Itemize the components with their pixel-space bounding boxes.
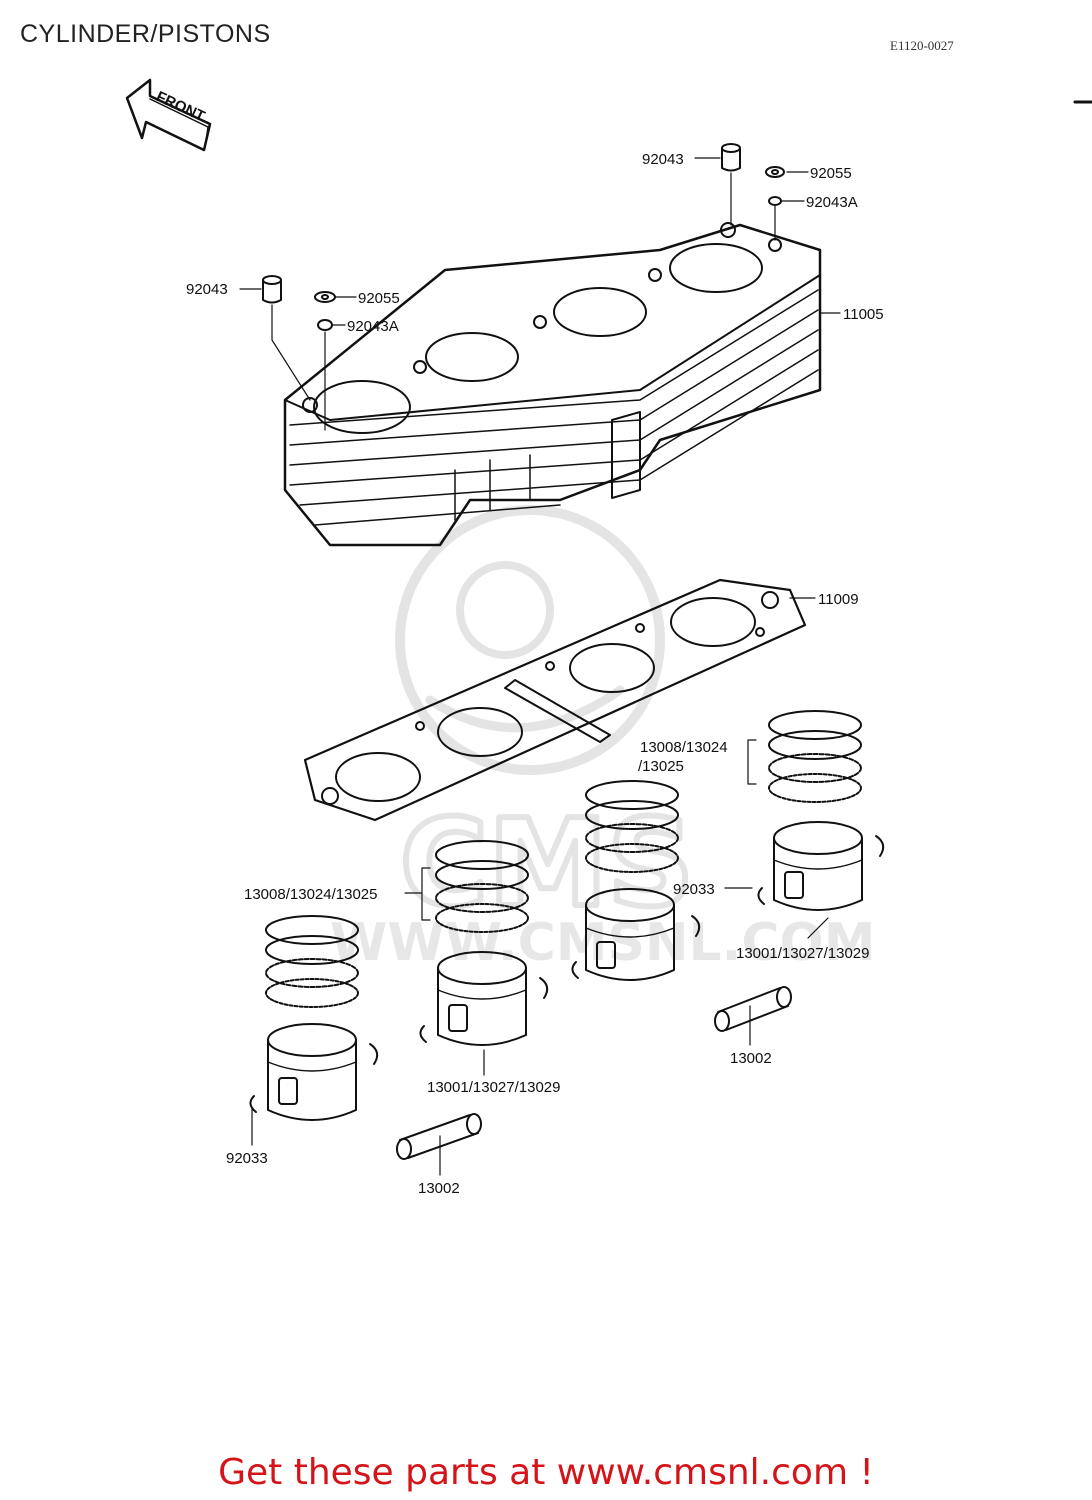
leader-lines: [239, 157, 841, 1176]
piston-pin-left: [396, 1113, 482, 1160]
block-bore-2: [425, 332, 519, 382]
label-stud-left: 92043: [186, 281, 228, 298]
nut-left: [317, 319, 333, 431]
watermark-head: [456, 561, 554, 659]
washer-right: [765, 166, 785, 178]
piston-center-right: [585, 888, 675, 981]
label-head-gasket: 11009: [818, 591, 859, 608]
piston-left: [267, 1023, 357, 1121]
circlips: [249, 835, 885, 1113]
washer-left: [314, 291, 336, 303]
watermark-ring: [395, 505, 665, 775]
ring-stack-right: [768, 710, 862, 803]
watermark: CMS WWW.CMSNL.COM: [330, 505, 875, 973]
label-rings-right-line2: /13025: [638, 758, 684, 775]
front-arrow: FRONT: [125, 78, 212, 152]
nut-right: [768, 196, 782, 241]
label-clip-right: 92033: [673, 881, 715, 898]
ring-stack-center-right: [585, 780, 679, 873]
footer-link[interactable]: Get these parts at www.cmsnl.com !: [218, 1452, 874, 1493]
label-rings-right-line1: 13008/13024: [640, 739, 728, 756]
label-piston-center: 13001/13027/13029: [427, 1079, 560, 1096]
stud-right: [721, 143, 741, 226]
cylinder-block: [283, 222, 822, 547]
label-rings-left: 13008/13024/13025: [244, 886, 377, 903]
stud-left: [262, 275, 311, 401]
front-arrow-label: FRONT: [153, 88, 207, 125]
ring-stack-left: [265, 915, 359, 1008]
label-pin-right: 13002: [730, 1050, 772, 1067]
label-piston-right: 13001/13027/13029: [736, 945, 869, 962]
label-cylinder-block: 11005: [843, 306, 884, 323]
block-bore-4: [669, 243, 763, 293]
watermark-swoosh: [425, 685, 625, 733]
label-washer-right: 92055: [810, 165, 852, 182]
head-gasket: [303, 578, 807, 822]
label-pin-left: 13002: [418, 1180, 460, 1197]
block-bore-1: [313, 380, 411, 434]
label-washer-left: 92055: [358, 290, 400, 307]
piston-right: [773, 821, 863, 911]
block-bore-3: [553, 287, 647, 337]
label-clip-left: 92033: [226, 1150, 268, 1167]
ring-stack-center-left: [435, 840, 529, 933]
piston-pin-right: [714, 986, 792, 1032]
cam-chain-tunnel: [611, 411, 641, 499]
diagram-code: E1120-0027: [890, 38, 954, 53]
page-title: CYLINDER/PISTONS: [20, 20, 271, 48]
label-nut-right: 92043A: [806, 194, 858, 211]
piston-center-left: [437, 951, 527, 1046]
label-stud-right: 92043: [642, 151, 684, 168]
label-nut-left: 92043A: [347, 318, 399, 335]
